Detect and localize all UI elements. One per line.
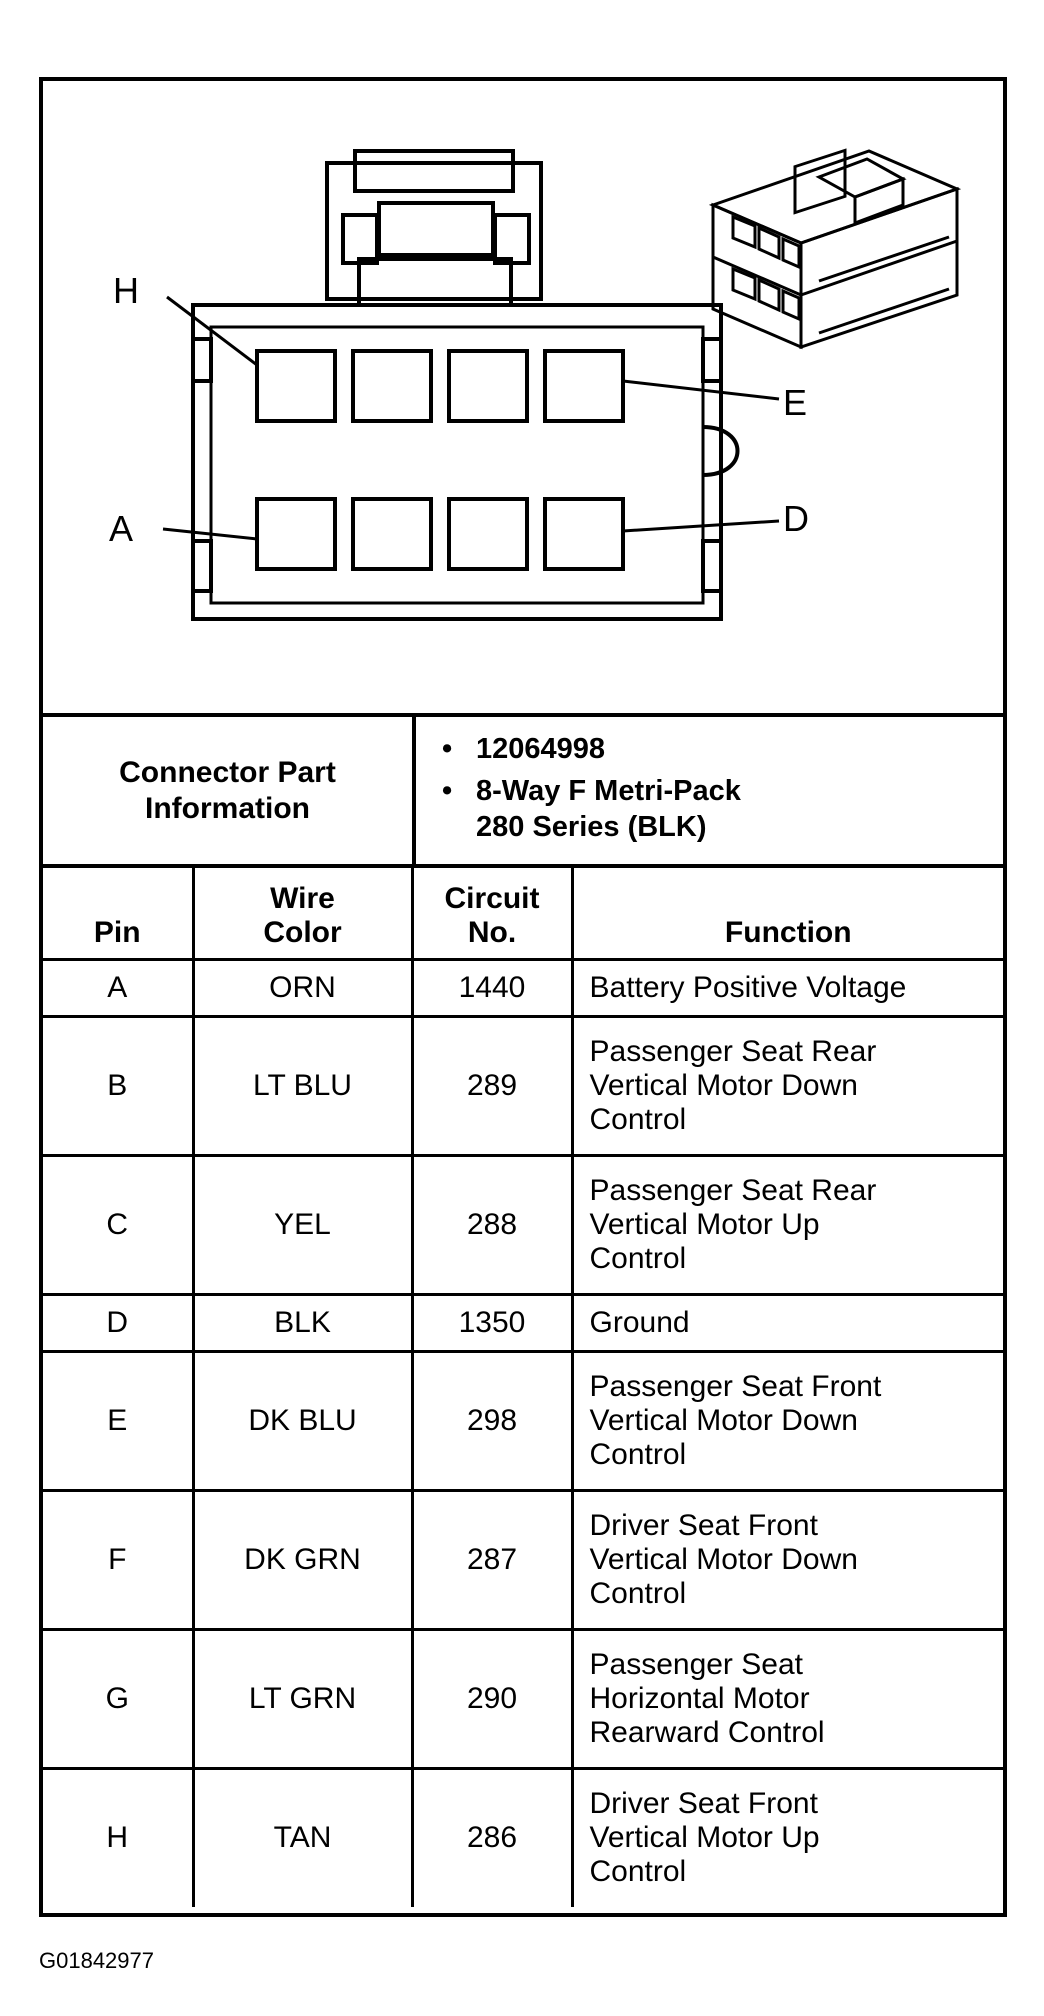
- cell-wire-color: TAN: [191, 1766, 414, 1907]
- function-line: Driver Seat Front: [589, 1787, 818, 1821]
- connector-part-information: Connector Part Information 12064998 8-Wa…: [43, 717, 1003, 868]
- connector-document: H A E D: [39, 77, 1007, 1917]
- connector-3d-illustration: [708, 148, 962, 350]
- cell-function: Battery Positive Voltage: [570, 957, 1003, 1018]
- function-line: Driver Seat Front: [589, 1508, 818, 1542]
- cell-circuit-no: 1440: [410, 957, 574, 1018]
- pin-leader-lines: [162, 295, 780, 541]
- function-line: Battery Positive Voltage: [589, 970, 907, 1004]
- cell-circuit-no: 287: [410, 1488, 574, 1631]
- function-line: Vertical Motor Up: [589, 1821, 820, 1855]
- cell-circuit-no: 290: [410, 1627, 574, 1770]
- function-line: Rearward Control: [589, 1715, 825, 1749]
- cell-pin: G: [43, 1627, 195, 1770]
- cell-circuit-no: 289: [410, 1014, 574, 1157]
- function-line: Control: [589, 1855, 687, 1889]
- function-line: Passenger Seat: [589, 1647, 803, 1681]
- function-line: Vertical Motor Down: [589, 1403, 858, 1437]
- cell-circuit-no: 298: [410, 1349, 574, 1492]
- cell-circuit-no: 1350: [410, 1292, 574, 1353]
- connector-info-label: Connector Part Information: [43, 717, 416, 864]
- cell-pin: F: [43, 1488, 195, 1631]
- function-line: Control: [589, 1437, 687, 1471]
- pin-label-e: E: [783, 382, 807, 423]
- pin-label-h: H: [113, 270, 139, 311]
- function-line: Control: [589, 1102, 687, 1136]
- header-wire-color: Wire Color: [191, 868, 414, 961]
- cell-wire-color: ORN: [191, 957, 414, 1018]
- header-circuit-no: Circuit No.: [410, 868, 574, 961]
- function-line: Control: [589, 1576, 687, 1610]
- connector-body: [191, 149, 740, 621]
- function-line: Vertical Motor Down: [589, 1542, 858, 1576]
- connector-type: 8-Way F Metri-Pack 280 Series (BLK): [442, 773, 776, 845]
- pin-label-d: D: [783, 498, 809, 539]
- connector-info-list: 12064998 8-Way F Metri-Pack 280 Series (…: [416, 717, 1003, 864]
- cell-wire-color: LT GRN: [191, 1627, 414, 1770]
- header-function: Function: [570, 868, 1003, 961]
- cell-wire-color: DK BLU: [191, 1349, 414, 1492]
- figure-id: G01842977: [39, 1948, 154, 1973]
- cell-pin: D: [43, 1292, 195, 1353]
- function-line: Passenger Seat Front: [589, 1369, 882, 1403]
- function-line: Vertical Motor Down: [589, 1068, 858, 1102]
- function-line: Control: [589, 1241, 687, 1275]
- cell-pin: E: [43, 1349, 195, 1492]
- function-line: Passenger Seat Rear: [589, 1034, 877, 1068]
- cell-wire-color: BLK: [191, 1292, 414, 1353]
- cell-wire-color: DK GRN: [191, 1488, 414, 1631]
- cell-pin: A: [43, 957, 195, 1018]
- cell-wire-color: LT BLU: [191, 1014, 414, 1157]
- pin-label-a: A: [109, 508, 133, 549]
- connector-part-number: 12064998: [442, 731, 1003, 767]
- function-line: Vertical Motor Up: [589, 1207, 820, 1241]
- cell-circuit-no: 286: [410, 1766, 574, 1907]
- function-line: Passenger Seat Rear: [589, 1173, 877, 1207]
- cell-circuit-no: 288: [410, 1153, 574, 1296]
- table-header-row: Pin Wire Color Circuit No. Function: [43, 868, 1003, 961]
- connector-diagram: H A E D: [43, 81, 1003, 717]
- function-line: Ground: [589, 1305, 690, 1339]
- cell-pin: B: [43, 1014, 195, 1157]
- header-pin: Pin: [43, 868, 195, 961]
- cell-wire-color: YEL: [191, 1153, 414, 1296]
- function-line: Horizontal Motor: [589, 1681, 810, 1715]
- cell-pin: C: [43, 1153, 195, 1296]
- connector-face-drawing: H A E D: [109, 148, 962, 621]
- cell-pin: H: [43, 1766, 195, 1907]
- cell-function: Ground: [570, 1292, 1003, 1353]
- pin-cavities: [255, 349, 625, 571]
